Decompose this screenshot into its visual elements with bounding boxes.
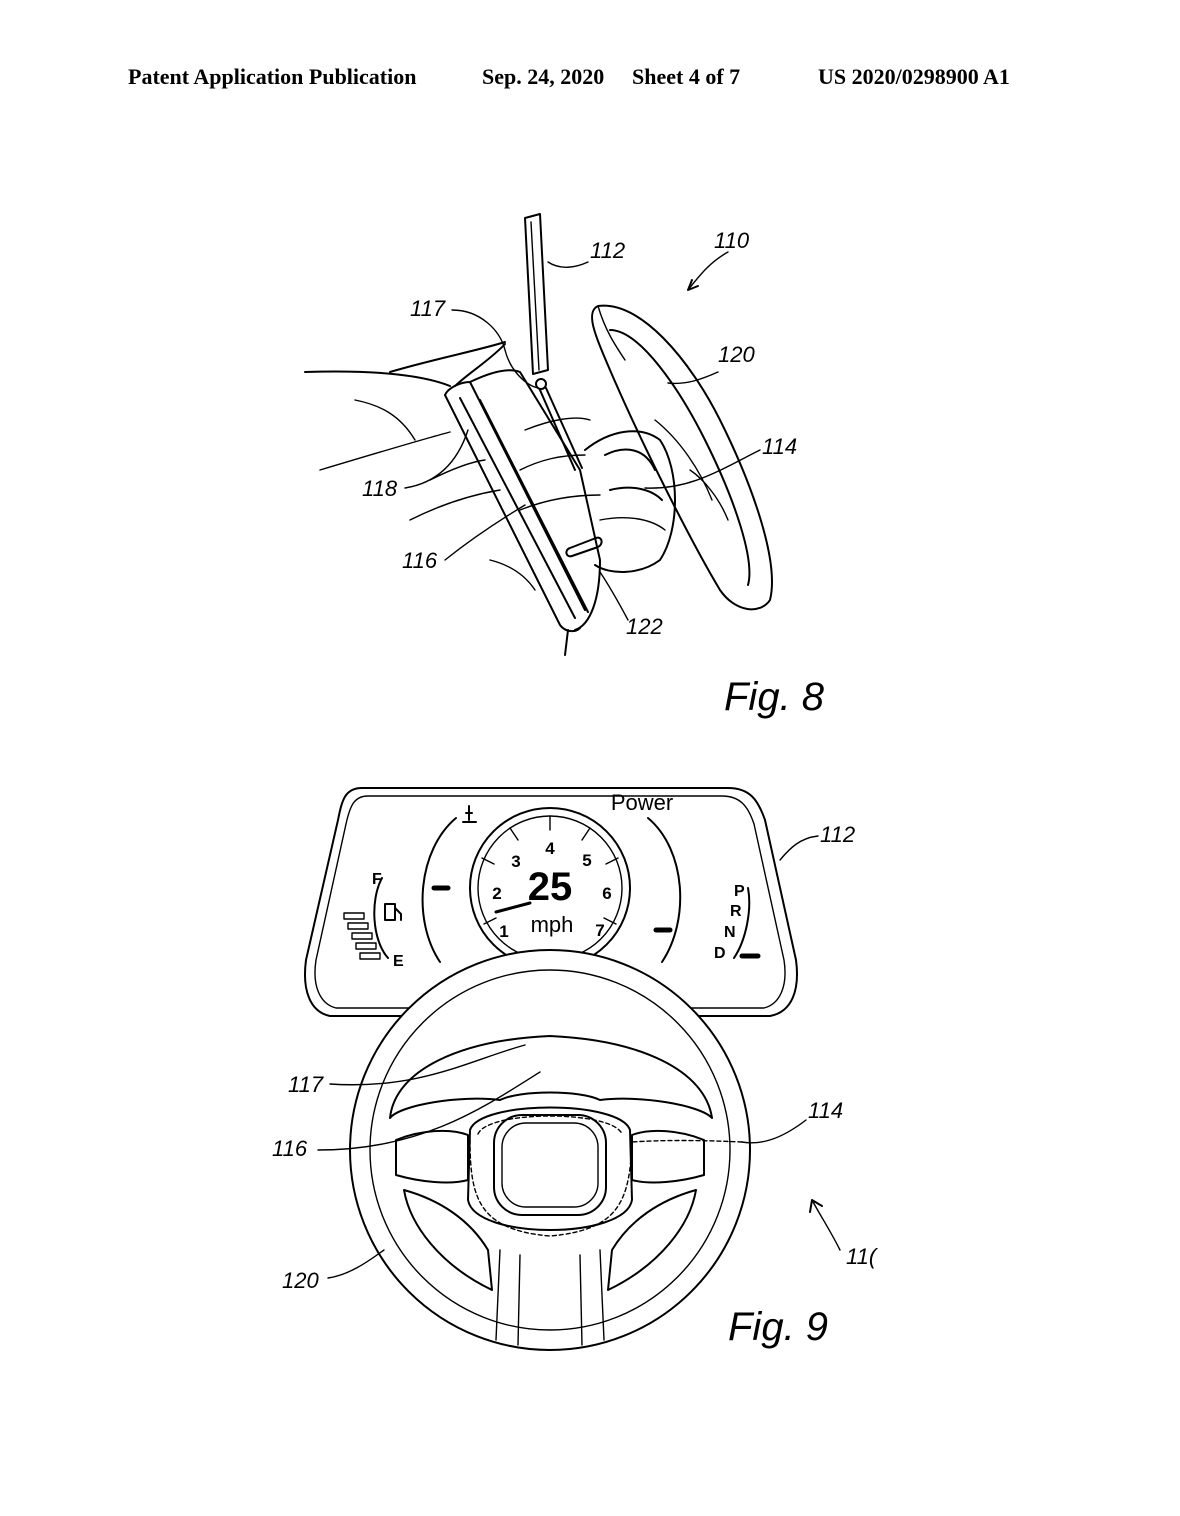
column-cover-116	[445, 370, 602, 655]
power-label: Power	[611, 790, 673, 815]
dial-number-1: 1	[499, 922, 508, 941]
ref-118-fig8: 118	[362, 476, 398, 501]
gear-p: P	[734, 883, 745, 900]
figure-8-drawing: 112 110 117 120 114 118 116 122 Fig. 8	[305, 214, 825, 719]
dial-number-5: 5	[582, 851, 591, 870]
fuel-full-label: F	[372, 871, 382, 888]
dial-number-3: 3	[511, 852, 520, 871]
ref-116-fig8: 116	[402, 548, 438, 573]
speed-unit: mph	[531, 912, 574, 937]
ref-110-fig8: 110	[714, 228, 750, 253]
ref-116-fig9: 116	[272, 1136, 308, 1161]
gear-d: D	[714, 945, 726, 962]
ref-117-fig9: 117	[288, 1072, 324, 1097]
ref-120-fig9: 120	[282, 1268, 319, 1293]
figure-9-caption: Fig. 9	[728, 1305, 828, 1349]
ref-110-fig9: 11(	[846, 1244, 879, 1269]
leader-lines-fig8	[405, 252, 760, 620]
figure-9-drawing: 25 mph Power 1 2 3 4 5 6 7 F E P R N D	[272, 788, 879, 1350]
temperature-icon	[463, 806, 476, 822]
ref-114-fig8: 114	[762, 434, 797, 459]
speed-readout: 25	[528, 865, 573, 909]
gear-n: N	[724, 924, 736, 941]
ref-117-fig8: 117	[410, 296, 446, 321]
ref-120-fig8: 120	[718, 342, 755, 367]
steering-wheel-120-front	[350, 950, 750, 1350]
ref-112-fig9: 112	[820, 822, 855, 847]
fuel-empty-label: E	[393, 953, 404, 970]
ref-122-fig8: 122	[626, 614, 663, 639]
dial-number-7: 7	[595, 921, 604, 940]
ref-114-fig9: 114	[808, 1098, 843, 1123]
dial-number-2: 2	[492, 884, 501, 903]
display-unit-112	[525, 214, 582, 470]
gear-r: R	[730, 903, 742, 920]
ref-112-fig8: 112	[590, 238, 625, 263]
dial-number-6: 6	[602, 884, 611, 903]
fuel-pump-icon	[385, 904, 401, 920]
dial-number-4: 4	[545, 839, 555, 858]
figure-8-caption: Fig. 8	[724, 675, 825, 719]
